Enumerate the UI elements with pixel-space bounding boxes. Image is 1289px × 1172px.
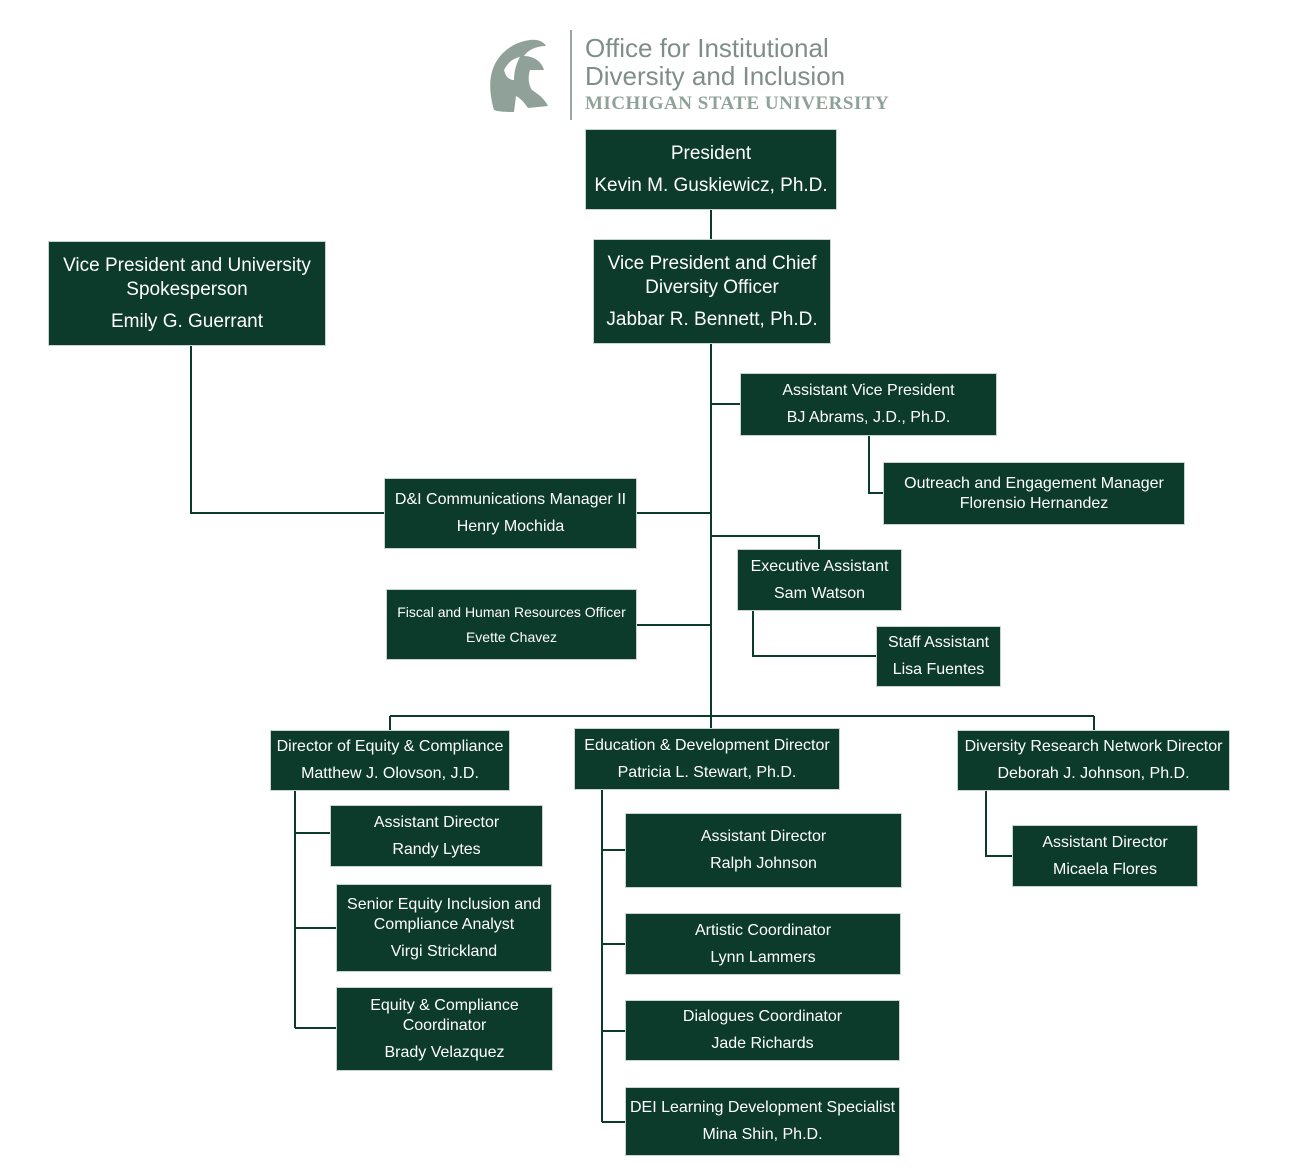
university-name: MICHIGAN STATE UNIVERSITY bbox=[585, 93, 890, 114]
node-title: D&I Communications Manager II bbox=[394, 491, 627, 508]
node-assistant-vp: Assistant Vice President BJ Abrams, J.D.… bbox=[741, 374, 996, 435]
node-person: Brady Velazquez bbox=[384, 1043, 505, 1061]
node-outreach-manager: Outreach and Engagement Manager Florensi… bbox=[884, 463, 1184, 524]
node-person: Jabbar R. Bennett, Ph.D. bbox=[606, 308, 818, 330]
node-title: Executive Assistant bbox=[750, 557, 889, 575]
node-title: Assistant Director bbox=[700, 828, 827, 845]
node-fiscal-hr-officer: Fiscal and Human Resources Officer Evett… bbox=[387, 590, 636, 659]
node-equity-analyst: Senior Equity Inclusion and Compliance A… bbox=[337, 885, 551, 971]
node-title: Education & Development Director bbox=[584, 736, 830, 754]
node-title: Equity & Compliance Coordinator bbox=[370, 996, 519, 1034]
node-title: Assistant Vice President bbox=[782, 382, 955, 399]
connector-research-asst bbox=[985, 791, 1013, 857]
connector-spokesperson-comms bbox=[190, 345, 385, 514]
node-equity-assistant-director: Assistant Director Randy Lytes bbox=[331, 806, 542, 866]
node-title: Artistic Coordinator bbox=[694, 921, 832, 939]
node-title: President bbox=[670, 142, 752, 164]
node-title: Senior Equity Inclusion and Compliance A… bbox=[347, 895, 541, 933]
node-title: Assistant Director bbox=[373, 813, 500, 831]
node-person: Henry Mochida bbox=[456, 518, 565, 535]
node-person: Florensio Hernandez bbox=[959, 494, 1109, 512]
connector-exec-asst bbox=[711, 535, 820, 550]
node-title: Vice President and Chief Diversity Offic… bbox=[607, 252, 817, 298]
node-research-assistant-director: Assistant Director Micaela Flores bbox=[1013, 826, 1197, 886]
node-staff-assistant: Staff Assistant Lisa Fuentes bbox=[877, 627, 1000, 686]
node-dei-learning-specialist: DEI Learning Development Specialist Mina… bbox=[626, 1088, 899, 1155]
node-title: Diversity Research Network Director bbox=[964, 738, 1223, 755]
node-person: Matthew J. Olovson, J.D. bbox=[301, 765, 479, 782]
node-title: Assistant Director bbox=[1042, 833, 1168, 851]
node-vp-spokesperson: Vice President and University Spokespers… bbox=[49, 242, 325, 345]
node-person: Kevin M. Guskiewicz, Ph.D. bbox=[594, 174, 828, 196]
node-title: Dialogues Coordinator bbox=[682, 1008, 843, 1025]
node-equity-coordinator: Equity & Compliance Coordinator Brady Ve… bbox=[337, 988, 552, 1070]
node-president: President Kevin M. Guskiewicz, Ph.D. bbox=[586, 130, 836, 209]
office-name-line2: Diversity and Inclusion bbox=[585, 61, 846, 91]
node-title: DEI Learning Development Specialist bbox=[629, 1099, 896, 1116]
connector-avp-outreach bbox=[868, 435, 884, 494]
node-executive-assistant: Executive Assistant Sam Watson bbox=[738, 550, 901, 610]
node-person: Evette Chavez bbox=[465, 629, 558, 645]
node-person: Sam Watson bbox=[774, 584, 865, 602]
node-title: Vice President and University Spokespers… bbox=[63, 254, 311, 300]
node-title: Director of Equity & Compliance bbox=[276, 738, 504, 755]
spartan-helmet-icon bbox=[490, 39, 548, 113]
node-title: Outreach and Engagement Manager bbox=[904, 474, 1164, 492]
node-title: Staff Assistant bbox=[887, 634, 990, 651]
node-title: Fiscal and Human Resources Officer bbox=[397, 604, 626, 620]
node-dialogues-coordinator: Dialogues Coordinator Jade Richards bbox=[626, 1001, 899, 1060]
node-artistic-coordinator: Artistic Coordinator Lynn Lammers bbox=[626, 914, 900, 974]
node-person: Randy Lytes bbox=[392, 840, 481, 858]
node-person: Virgi Strickland bbox=[390, 942, 498, 960]
node-education-assistant-director: Assistant Director Ralph Johnson bbox=[626, 814, 901, 887]
node-person: Micaela Flores bbox=[1052, 860, 1158, 878]
node-person: Jade Richards bbox=[711, 1035, 814, 1052]
node-vp-cdo: Vice President and Chief Diversity Offic… bbox=[594, 240, 830, 343]
logo-divider bbox=[570, 30, 572, 120]
node-person: Mina Shin, Ph.D. bbox=[702, 1126, 823, 1143]
node-person: Patricia L. Stewart, Ph.D. bbox=[617, 763, 797, 781]
node-person: Lynn Lammers bbox=[710, 948, 816, 966]
office-name-line1: Office for Institutional bbox=[585, 33, 829, 63]
node-person: Ralph Johnson bbox=[710, 855, 817, 872]
node-person: BJ Abrams, J.D., Ph.D. bbox=[786, 409, 951, 426]
node-director-research: Diversity Research Network Director Debo… bbox=[958, 731, 1229, 790]
node-communications-manager: D&I Communications Manager II Henry Moch… bbox=[385, 479, 636, 548]
node-director-education: Education & Development Director Patrici… bbox=[575, 729, 839, 789]
connector-exec-staff bbox=[752, 610, 877, 657]
node-person: Emily G. Guerrant bbox=[110, 310, 264, 332]
node-director-equity: Director of Equity & Compliance Matthew … bbox=[271, 731, 509, 790]
node-person: Lisa Fuentes bbox=[892, 661, 985, 678]
node-person: Deborah J. Johnson, Ph.D. bbox=[997, 765, 1190, 782]
